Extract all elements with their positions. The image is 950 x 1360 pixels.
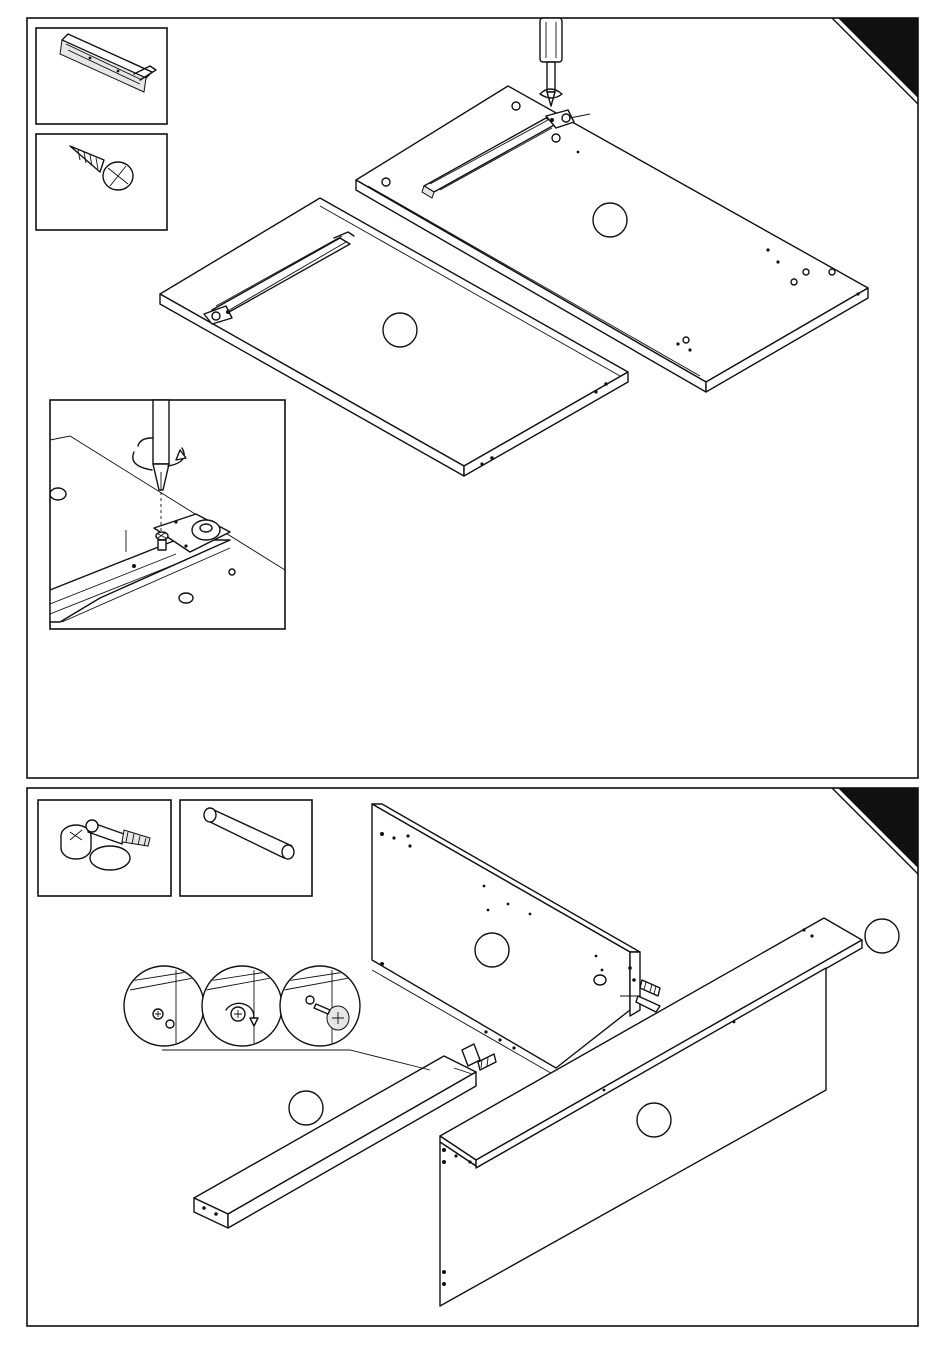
part-box-cam-lock [38,800,171,896]
detail-zoom-box [50,400,285,629]
part-box-dowel [180,800,312,896]
part-box-screw [36,134,167,230]
step-1-panel [27,18,918,778]
step-2-panel [27,788,918,1326]
part-box-drawer-runner [36,28,167,124]
